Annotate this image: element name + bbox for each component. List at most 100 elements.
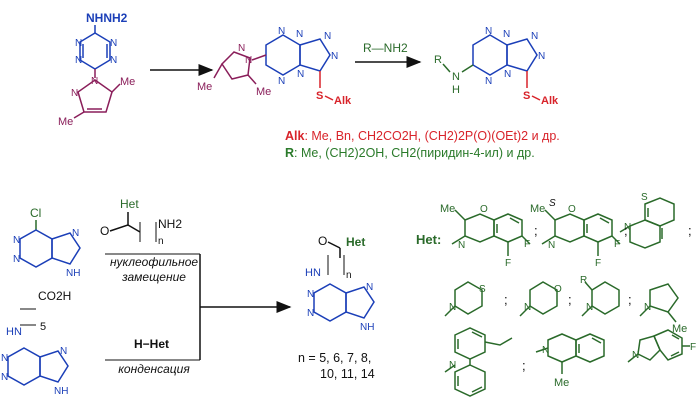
n-label: N	[542, 345, 549, 356]
het-fragments	[444, 197, 690, 397]
svg-text:N: N	[297, 69, 304, 80]
separator: ;	[628, 292, 632, 307]
o-label: O	[554, 284, 562, 295]
n-values: n = 5, 6, 7, 8, 10, 11, 14	[298, 350, 375, 382]
product-purine: O Het n HN N N N NH	[305, 234, 375, 333]
me-label: Me	[120, 76, 135, 88]
condition-1-line1: нуклеофильное	[109, 255, 199, 269]
svg-text:N: N	[296, 29, 303, 40]
alk-note: Alk: Me, Bn, CH2CO2H, (CH2)2P(O)(OEt)2 и…	[285, 128, 560, 145]
het-fragment-benzothiazine	[619, 197, 675, 249]
svg-text:N: N	[324, 31, 331, 42]
adenine-acid: CO2H 5 HN N N N NH	[1, 289, 71, 397]
separator: ;	[568, 292, 572, 307]
reagent-r-nh2: R—NH2	[363, 41, 408, 55]
het-fragment-thiq	[535, 333, 605, 374]
condition-2-text: конденсация	[118, 362, 190, 376]
n-label: N	[548, 240, 555, 251]
me-label: Me	[197, 81, 212, 93]
svg-text:N: N	[503, 29, 510, 40]
svg-text:NH: NH	[66, 268, 80, 279]
f-label: F	[524, 239, 530, 250]
s-label: S	[479, 284, 486, 295]
svg-text:N: N	[238, 43, 245, 54]
het-definition-label: Het:	[416, 232, 442, 247]
n-label: N	[449, 360, 456, 371]
het-fragment-indoline	[627, 329, 690, 363]
n-sub: n	[346, 270, 352, 281]
me-label: Me	[530, 203, 545, 215]
svg-text:N: N	[307, 289, 314, 300]
intermediate: N N N N N N N N Me Me S Alk	[197, 26, 352, 107]
condition-1: нуклеофильное замещение	[108, 255, 200, 285]
svg-text:N: N	[485, 26, 492, 37]
product-top: N N N N N N N H R S Alk	[434, 26, 559, 107]
het-fragment-piperidine	[581, 281, 620, 317]
separator: ;	[522, 358, 526, 373]
chloropurine: Cl N N N NH	[13, 206, 81, 279]
svg-text:NH: NH	[360, 322, 374, 333]
r-values: : Me, (CH2)2OH, CH2(пиридин-4-ил) и др.	[294, 146, 535, 160]
het-fragment-benzoxazine-me	[451, 209, 531, 256]
het-label: Het	[346, 235, 365, 249]
svg-text:O: O	[318, 234, 327, 248]
svg-text:N: N	[531, 31, 538, 42]
nh-h: H	[452, 84, 460, 96]
het-atom-labels: Me N O F F Me S N O F F S N S N O N R N …	[440, 192, 696, 389]
r-label: R	[580, 275, 587, 286]
f-label: F	[505, 258, 511, 269]
me-label: Me	[554, 377, 569, 389]
r-note: R: Me, (CH2)2OH, CH2(пиридин-4-ил) и др.	[285, 145, 560, 162]
o-label: O	[568, 204, 576, 215]
n-label: N	[586, 302, 593, 313]
s-label: S	[316, 90, 323, 102]
o-label: O	[480, 204, 488, 215]
svg-text:N: N	[307, 308, 314, 319]
n-values-line1: n = 5, 6, 7, 8,	[298, 351, 372, 365]
svg-text:O: O	[100, 224, 109, 238]
svg-text:N: N	[72, 228, 79, 239]
svg-text:N: N	[331, 51, 338, 62]
het-fragment-dibenzazepine	[444, 327, 513, 397]
het-fragment-benzoxazine-s	[541, 209, 621, 256]
f-label: F	[614, 239, 620, 250]
nh-n: N	[452, 71, 460, 83]
acid-n: 5	[40, 321, 46, 333]
het-fragment-thiomorpholine	[444, 281, 483, 317]
me-label: Me	[58, 116, 73, 128]
svg-text:N: N	[110, 38, 117, 49]
me-label: Me	[256, 86, 271, 98]
svg-text:N: N	[75, 38, 82, 49]
s-label: S	[523, 90, 530, 102]
svg-text:N: N	[1, 353, 8, 364]
svg-text:N: N	[245, 55, 252, 66]
f-label: F	[690, 342, 696, 353]
condition-2: конденсация	[108, 362, 200, 377]
hn-label: HN	[6, 326, 22, 338]
separator: ;	[504, 292, 508, 307]
me-label: Me	[672, 323, 687, 335]
het-label: Het	[120, 197, 139, 211]
alk-label: Alk	[334, 95, 352, 107]
n-label: N	[458, 240, 465, 251]
h-het-reagent: H−Het	[134, 337, 169, 351]
svg-text:N: N	[71, 88, 78, 99]
svg-text:N: N	[110, 55, 117, 66]
svg-text:N: N	[60, 346, 67, 357]
svg-text:N: N	[13, 235, 20, 246]
alk-values: : Me, Bn, CH2CO2H, (CH2)2P(O)(OEt)2 и др…	[304, 129, 560, 143]
n-values-line2: 10, 11, 14	[320, 367, 375, 381]
stereo-s: S	[549, 198, 556, 209]
n-label: N	[644, 302, 651, 313]
n-label: N	[624, 222, 631, 233]
separator: ;	[688, 223, 692, 238]
s-label: S	[641, 192, 648, 203]
r-label: R	[434, 54, 442, 66]
separator: ;	[534, 223, 538, 238]
hydrazine-label: NHNH2	[86, 11, 128, 25]
svg-text:N: N	[91, 76, 98, 87]
me-label: Me	[440, 203, 455, 215]
condition-1-line2: замещение	[122, 270, 186, 284]
nh2-label: NH2	[158, 217, 182, 231]
